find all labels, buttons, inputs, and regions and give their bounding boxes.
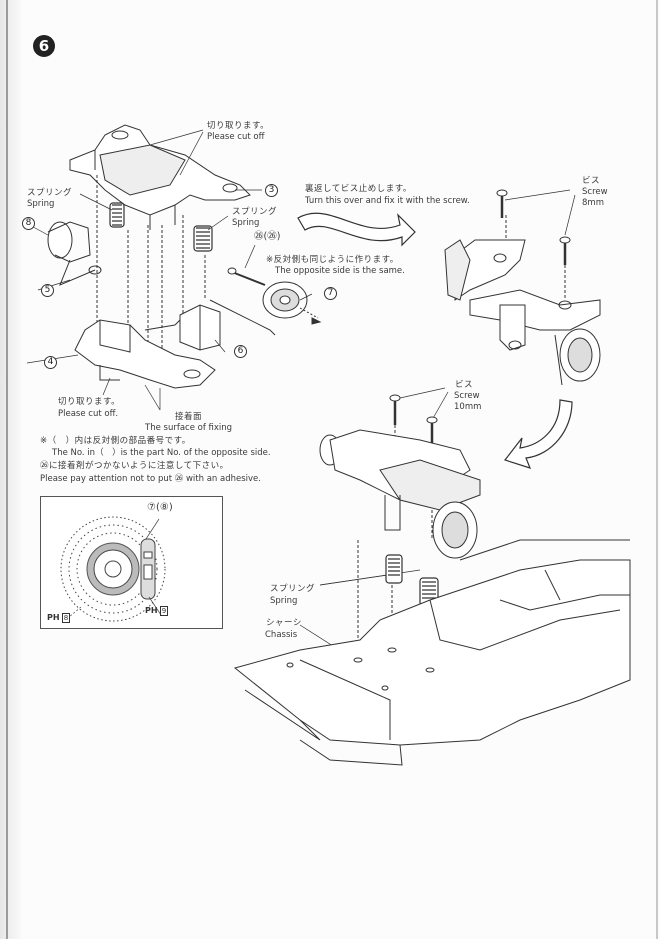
part-number-7: 7 bbox=[324, 287, 337, 300]
chassis-jp: シャーシ bbox=[266, 618, 302, 628]
spring-icon bbox=[385, 554, 403, 584]
chassis-en: Chassis bbox=[265, 630, 298, 640]
brake-disc-part bbox=[262, 281, 322, 325]
screw-icon bbox=[559, 236, 571, 265]
part-number-6: 6 bbox=[234, 345, 247, 358]
screw-10mm-en: Screw bbox=[454, 391, 480, 401]
spring-left-jp: スプリング bbox=[27, 188, 73, 198]
cut-off-top-jp: 切り取ります。 bbox=[207, 121, 270, 131]
step-number-badge: 6 bbox=[33, 35, 55, 57]
part-number-3: 3 bbox=[265, 184, 278, 197]
note-line2-jp: ㉖に接着剤がつかないように注意して下さい。 bbox=[40, 461, 229, 471]
inset-part-label: ⑦(⑧) bbox=[147, 502, 173, 513]
screw-8mm-en: Screw bbox=[582, 187, 608, 197]
binding-shadow bbox=[0, 0, 22, 939]
spring-icon bbox=[193, 225, 213, 252]
spring-right-en: Spring bbox=[232, 218, 260, 228]
part-number-5: 5 bbox=[41, 284, 54, 297]
cut-off-bottom-jp: 切り取ります。 bbox=[58, 397, 121, 407]
paint-prefix: PH bbox=[47, 613, 60, 622]
screw-icon bbox=[426, 416, 438, 445]
assembled-suspension-right bbox=[444, 239, 601, 386]
brake-disc-icon bbox=[60, 516, 166, 622]
curved-arrow-right-icon bbox=[297, 212, 416, 247]
bracket-part bbox=[144, 299, 276, 351]
paint-number: 9 bbox=[159, 606, 169, 616]
screw-icon bbox=[227, 267, 266, 286]
turn-over-en: Turn this over and fix it with the screw… bbox=[305, 196, 470, 206]
screw-8mm-size: 8mm bbox=[582, 198, 604, 208]
curved-arrow-down-left-icon bbox=[504, 399, 573, 469]
opposite-same-jp: ※反対側も同じように作ります。 bbox=[266, 255, 399, 265]
spring-chassis-jp: スプリング bbox=[270, 584, 316, 594]
screw-8mm-jp: ビス bbox=[582, 176, 601, 186]
brake-detail-inset: ⑦(⑧) PH 8 PH 9 bbox=[40, 496, 223, 629]
part-26-label: ㉖(㉖) bbox=[254, 231, 281, 242]
paint-number: 8 bbox=[61, 613, 71, 623]
surface-fixing-jp: 接着面 bbox=[175, 412, 203, 422]
lower-arm-part bbox=[74, 319, 216, 389]
binding-edge bbox=[6, 0, 8, 939]
upper-arm-part bbox=[69, 124, 251, 230]
page-edge bbox=[656, 0, 658, 939]
spring-left-en: Spring bbox=[27, 199, 55, 209]
brake-drum-part bbox=[47, 221, 102, 286]
leader-lines bbox=[23, 129, 576, 661]
spring-chassis-en: Spring bbox=[270, 596, 298, 606]
paint-code-right: PH 9 bbox=[145, 606, 169, 616]
screw-icon bbox=[496, 189, 508, 218]
spring-icon bbox=[109, 202, 125, 228]
note-line2-en: Please pay attention not to put ㉖ with a… bbox=[40, 474, 261, 484]
note-line1-en: The No. in（ ）is the part No. of the oppo… bbox=[52, 448, 271, 458]
opposite-same-en: The opposite side is the same. bbox=[275, 266, 405, 276]
cut-off-top-en: Please cut off bbox=[207, 132, 265, 142]
part-number-8: 8 bbox=[22, 217, 35, 230]
screw-10mm-size: 10mm bbox=[454, 402, 482, 412]
screw-10mm-jp: ビス bbox=[455, 380, 474, 390]
part-number-4: 4 bbox=[44, 356, 57, 369]
surface-fixing-en: The surface of fixing bbox=[145, 423, 233, 433]
cut-off-bottom-en: Please cut off. bbox=[58, 409, 119, 419]
screw-icon bbox=[389, 394, 401, 425]
paint-prefix: PH bbox=[145, 606, 158, 615]
spring-right-jp: スプリング bbox=[232, 207, 278, 217]
turn-over-jp: 裏返してビス止めします。 bbox=[305, 184, 412, 194]
chassis-part bbox=[233, 539, 631, 766]
note-line1-jp: ※（ ）内は反対側の部品番号です。 bbox=[40, 436, 191, 446]
suspension-on-chassis bbox=[319, 429, 481, 559]
paint-code-left: PH 8 bbox=[47, 613, 71, 623]
